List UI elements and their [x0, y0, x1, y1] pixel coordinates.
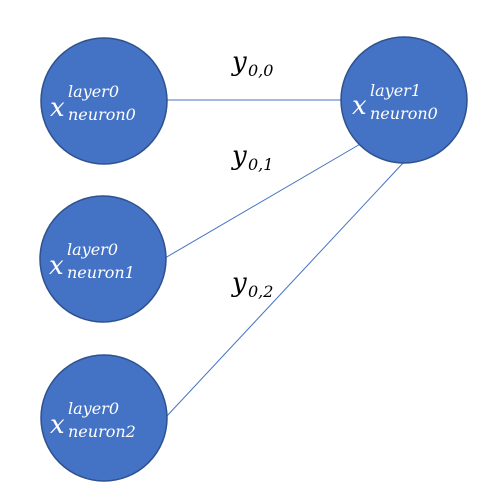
edge-sub-label: 0,1 — [248, 155, 273, 174]
edge-0-2-line — [165, 161, 405, 418]
node-layer0-neuron2: x layer0 neuron2 — [40, 354, 168, 482]
node-base-label: x — [50, 410, 65, 440]
node-layer0-neuron0: x layer0 neuron0 — [40, 37, 168, 165]
edge-0-1-line — [164, 142, 363, 259]
node-sup-label: layer0 — [67, 240, 118, 259]
node-layer0-neuron1: x layer0 neuron1 — [39, 195, 167, 323]
edge-base-label: y — [231, 268, 247, 298]
edge-label-y00: y 0,0 — [231, 47, 273, 80]
node-sup-label: layer0 — [68, 399, 119, 418]
node-layer1-neuron0: x layer1 neuron0 — [340, 36, 468, 164]
node-sub-label: neuron0 — [370, 104, 438, 123]
node-base-label: x — [49, 251, 64, 281]
edge-base-label: y — [231, 141, 247, 171]
node-sub-label: neuron1 — [67, 263, 135, 282]
node-sup-label: layer0 — [68, 82, 119, 101]
edge-label-y02: y 0,2 — [231, 268, 273, 301]
node-base-label: x — [50, 93, 65, 123]
node-sup-label: layer1 — [370, 81, 421, 100]
edge-sub-label: 0,2 — [248, 282, 273, 301]
node-sub-label: neuron2 — [68, 422, 136, 441]
edge-sub-label: 0,0 — [248, 61, 273, 80]
edge-label-y01: y 0,1 — [231, 141, 273, 174]
edge-base-label: y — [231, 47, 247, 77]
node-base-label: x — [352, 91, 367, 121]
node-sub-label: neuron0 — [68, 105, 136, 124]
